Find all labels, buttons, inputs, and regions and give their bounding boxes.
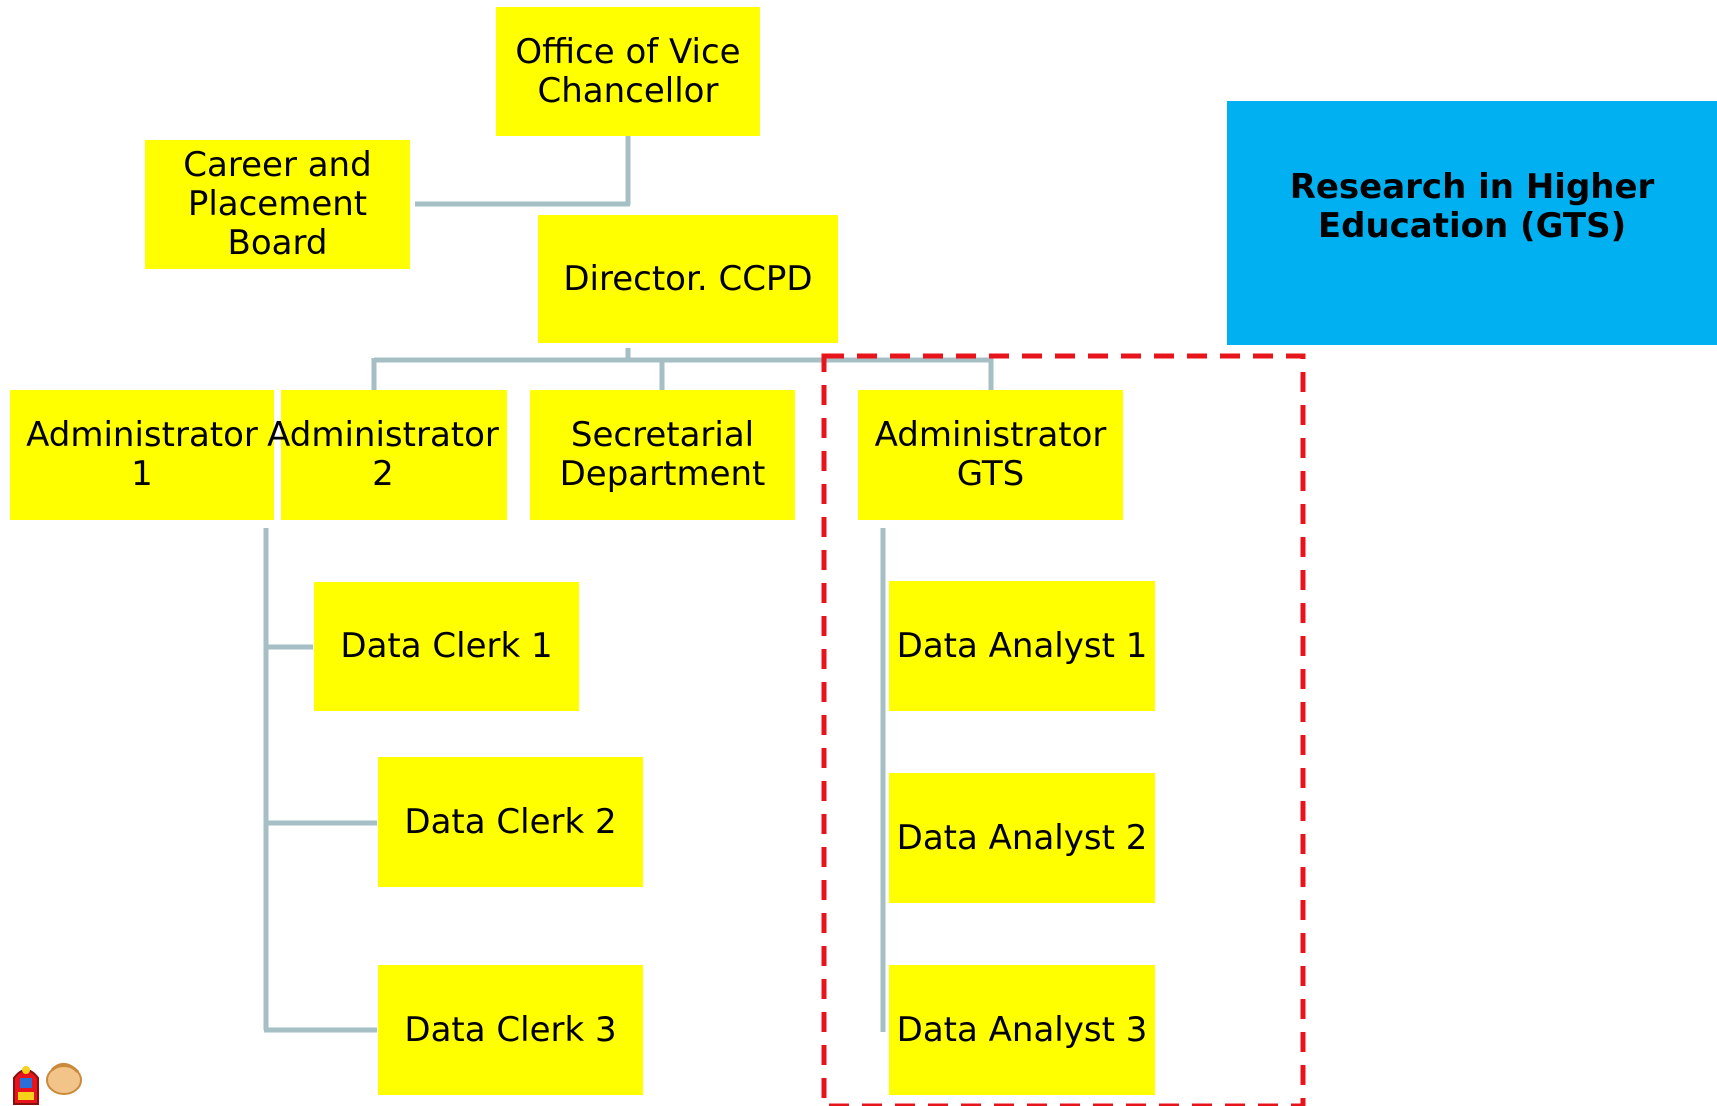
node-data-analyst-1: Data Analyst 1 xyxy=(889,581,1155,711)
node-administrator-2: Administrator 2 xyxy=(267,390,507,520)
node-data-analyst-2: Data Analyst 2 xyxy=(889,773,1155,903)
node-vice-chancellor: Office of Vice Chancellor xyxy=(496,7,760,136)
university-crest-icon xyxy=(13,1063,82,1105)
node-director: Director. CCPD xyxy=(538,215,838,343)
node-administrator-1: Administrator 1 xyxy=(10,390,274,520)
node-data-clerk-3: Data Clerk 3 xyxy=(378,965,643,1095)
callout-research-gts: Research in Higher Education (GTS) xyxy=(1227,101,1717,345)
node-data-clerk-1: Data Clerk 1 xyxy=(314,582,579,711)
node-administrator-2-label: Administrator 2 xyxy=(267,415,499,494)
node-administrator-gts: Administrator GTS xyxy=(858,390,1123,520)
node-career-board: Career and Placement Board xyxy=(145,140,410,269)
node-secretarial-department: Secretarial Department xyxy=(530,390,795,520)
node-data-analyst-3: Data Analyst 3 xyxy=(889,965,1155,1095)
node-data-clerk-2: Data Clerk 2 xyxy=(378,757,643,887)
